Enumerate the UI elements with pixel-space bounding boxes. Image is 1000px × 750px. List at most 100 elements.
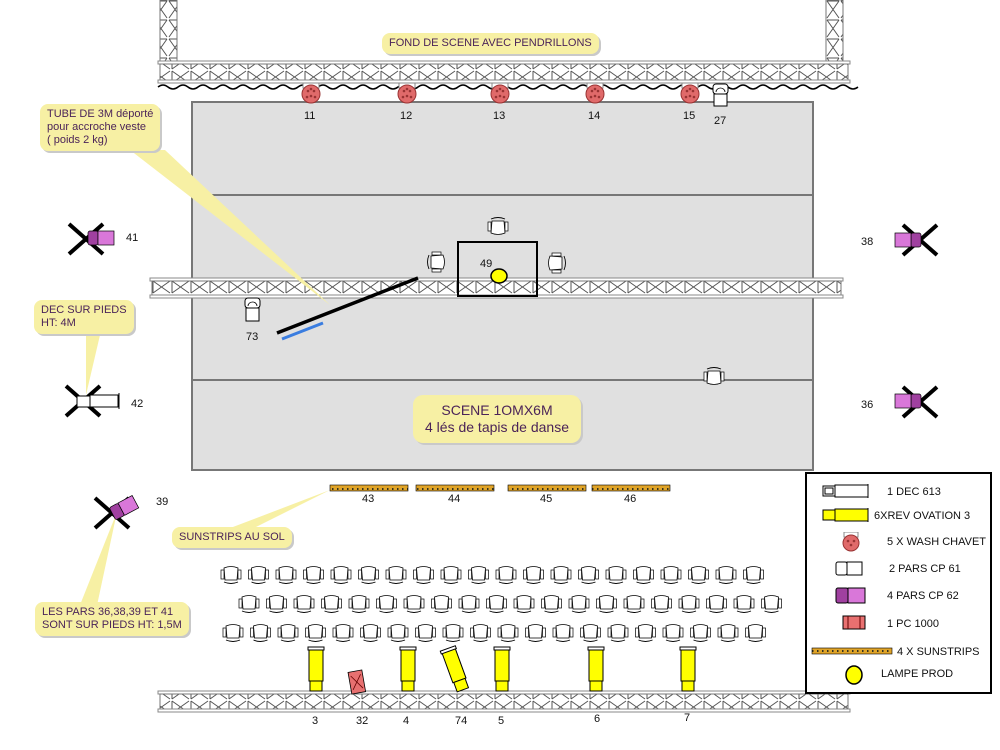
chair-icon [596,595,617,613]
legend-row: 4 X SUNSTRIPS [807,642,990,662]
legend-row: 1 DEC 613 [807,482,990,502]
chair-icon [550,566,572,584]
chair-icon [277,624,299,642]
sunstrip-icon [329,484,409,492]
chair-icon [266,595,287,613]
chair-icon [458,595,480,613]
fixture-label: 32 [356,715,368,727]
fixture-label: 46 [624,493,636,505]
pars-note-pointer [78,512,117,610]
fixture-label: 74 [455,715,467,727]
tube-note-pointer [130,150,330,305]
chair-icon [303,566,324,584]
rev-ovation-icon [822,508,869,522]
par-cp62-icon [109,495,140,520]
chair-icon [633,566,654,584]
par-cp62-icon [87,230,115,246]
par-cp61-icon [835,561,863,576]
prod-table [457,241,538,297]
wash-chavet-icon [842,532,860,552]
chair-icon [376,595,397,613]
chair-icon [568,595,590,613]
sunstrip-icon [811,647,893,655]
chair-icon [497,624,519,642]
wash-chavet-icon [490,82,510,104]
chair-icon [580,624,601,642]
chair-icon [431,595,452,613]
chair-icon [703,367,725,385]
truss-tower-right [825,0,844,63]
chair-icon [513,595,535,613]
chair-icon [470,624,491,642]
backdrop-note: FOND DE SCENE AVEC PENDRILLONS [382,33,599,54]
legend-label: 6XREV OVATION 3 [874,510,971,522]
rev-ovation-icon [587,646,605,692]
fixture-label: 41 [126,232,138,244]
chair-icon [715,566,737,584]
chair-icon [487,217,509,235]
chair-icon [275,566,297,584]
chair-icon [743,566,764,584]
legend-row: 4 PARS CP 62 [807,586,990,606]
audience-seating [220,566,782,642]
rev-ovation-icon [493,646,511,692]
sunstrip-icon [591,484,671,492]
fixture-label: 36 [861,399,873,411]
chair-icon [220,566,242,584]
chair-icon [525,624,546,642]
fixture-label: 44 [448,493,460,505]
chair-icon [332,624,354,642]
chair-icon [321,595,342,613]
legend-label: 5 X WASH CHAVET [887,536,987,548]
legend-label: 2 PARS CP 61 [889,563,961,575]
fixture-label: 45 [540,493,552,505]
legend-label: 4 X SUNSTRIPS [897,646,980,658]
truss-tower-left [159,0,178,63]
fixture-label: 39 [156,496,168,508]
par-cp61-icon [712,83,729,107]
chair-icon [690,624,711,642]
wash-chavet-icon [680,82,700,104]
chair-icon [688,566,709,584]
fixture-label: 73 [246,331,258,343]
chair-icon [330,566,352,584]
rev-ovation-icon [399,646,417,692]
par-cp62-icon [894,393,922,409]
chair-icon [523,566,544,584]
chair-icon [427,251,445,273]
fixture-label: 42 [131,398,143,410]
fixture-label: 6 [594,713,600,725]
chair-icon [248,566,269,584]
tube-note: TUBE DE 3M déporté pour accroche veste (… [40,104,161,151]
fixture-label: 14 [588,110,600,122]
wash-chavet-icon [585,82,605,104]
chair-icon [733,595,755,613]
chair-icon [413,566,434,584]
fixture-label: 4 [403,715,409,727]
chair-icon [541,595,562,613]
chair-icon [678,595,700,613]
chair-icon [660,566,682,584]
chair-icon [635,624,656,642]
rev-ovation-icon [307,646,325,692]
chair-icon [607,624,629,642]
legend-row: 5 X WASH CHAVET [807,532,990,552]
legend-row: 2 PARS CP 61 [807,559,990,579]
chair-icon [468,566,489,584]
chair-icon [385,566,407,584]
chair-icon [706,595,727,613]
chair-icon [238,595,260,613]
chair-icon [293,595,315,613]
legend-label: 1 DEC 613 [887,486,941,498]
chair-icon [495,566,517,584]
scene-note: SCENE 1OMX6M 4 lés de tapis de danse [413,395,581,443]
truss-downstage [157,690,851,713]
rev-ovation-icon [439,645,470,693]
fixture-label: 7 [684,712,690,724]
chair-icon [651,595,672,613]
fixture-label: 27 [714,115,726,127]
pc-1000-icon [842,615,866,630]
